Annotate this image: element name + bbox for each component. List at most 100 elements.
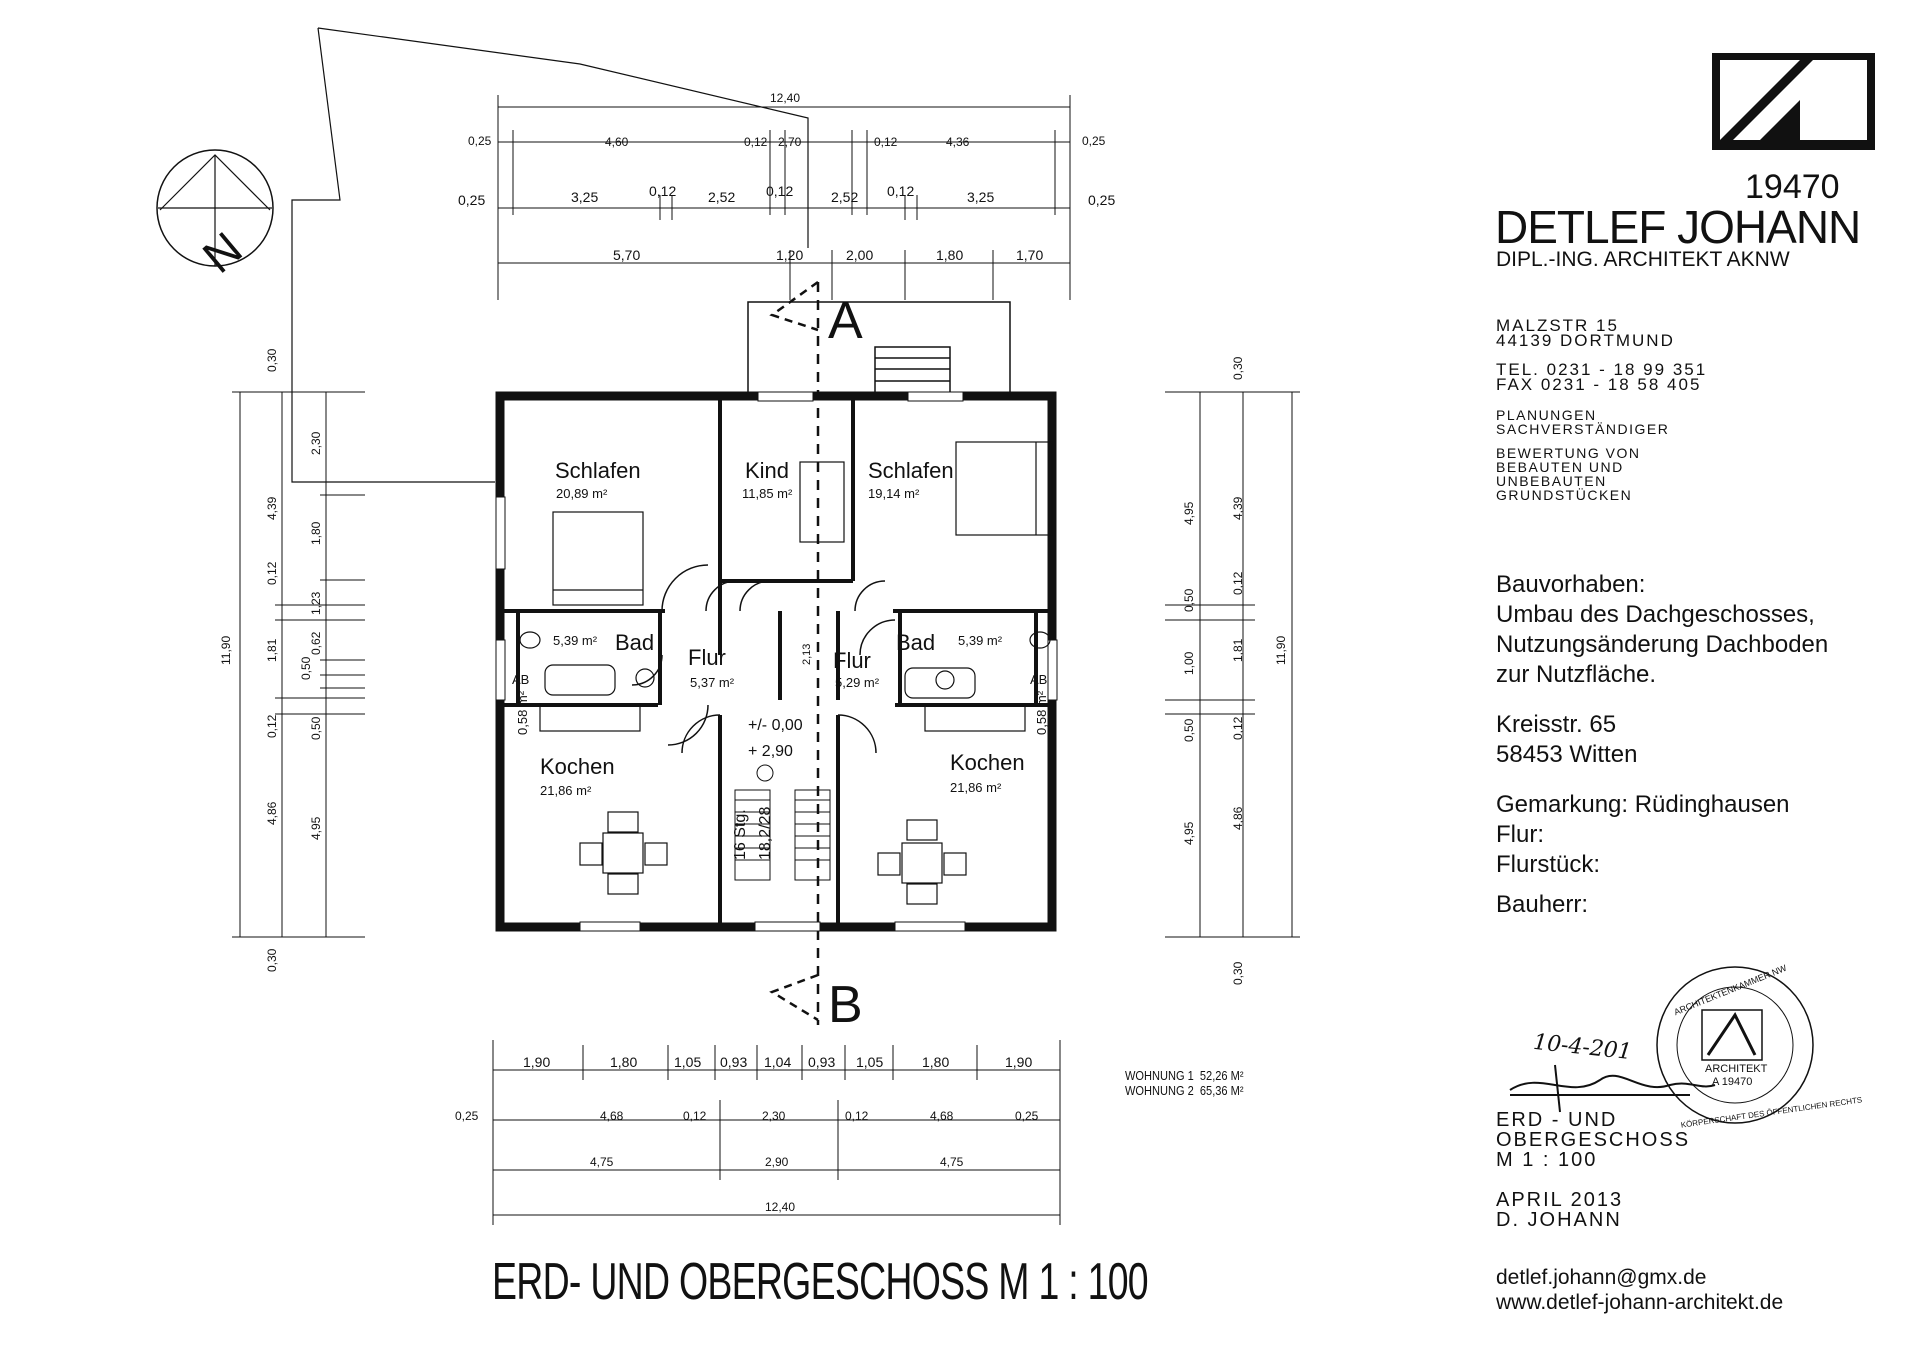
room-name-bad2: Bad [896,630,935,655]
north-arrow-icon [156,149,274,267]
room-name-schlafen2: Schlafen [868,458,954,483]
svg-text:4,68: 4,68 [600,1109,624,1123]
room-area-ab1: 0,58 m² [515,690,530,735]
svg-text:0,12: 0,12 [265,561,279,585]
stair-mark: 2,13 [801,644,813,665]
project-label: Bauvorhaben: [1496,571,1646,598]
phone: TEL. 0231 - 18 99 351 [1496,360,1708,379]
project-city: 58453 Witten [1496,741,1638,768]
svg-text:0,12: 0,12 [744,135,768,149]
stair-labels: +/- 0,00 + 2,90 16 Stg. 18,2/28 2,13 [732,644,813,860]
svg-text:0,25: 0,25 [1088,192,1115,208]
left-dims [232,391,365,938]
svg-text:1,70: 1,70 [1016,247,1043,263]
w2-label: WOHNUNG 2 [1125,1083,1194,1098]
svg-text:0,93: 0,93 [720,1054,747,1070]
title-line2: OBERGESCHOSS [1496,1129,1691,1151]
top-dim-row3: 5,70 1,20 2,00 1,80 1,70 [613,247,1043,263]
windows [495,391,1058,932]
svg-text:0,93: 0,93 [808,1054,835,1070]
project-bauherr: Bauherr: [1496,891,1589,918]
official-stamp [1656,966,1814,1124]
svg-text:3,25: 3,25 [571,189,598,205]
svg-text:1,04: 1,04 [764,1054,791,1070]
svg-text:1,05: 1,05 [674,1054,701,1070]
contact-web[interactable]: www.detlef-johann-architekt.de [1496,1291,1784,1314]
svg-text:0,25: 0,25 [1015,1109,1039,1123]
svg-text:1,90: 1,90 [523,1054,550,1070]
svg-text:4,39: 4,39 [1231,496,1245,520]
drawing-title: ERD- UND OBERGESCHOSS M 1 : 100 [492,1253,1149,1311]
room-name-kochen2: Kochen [950,750,1025,775]
level-bottom: + 2,90 [748,743,793,760]
svg-text:0,50: 0,50 [1182,588,1196,612]
svg-text:0,12: 0,12 [265,714,279,738]
svg-text:1,23: 1,23 [309,591,323,615]
service-2: SACHVERSTÄNDIGER [1496,421,1670,437]
service-5: UNBEBAUTEN [1496,473,1607,489]
svg-text:0,62: 0,62 [309,631,323,655]
service-6: GRUNDSTÜCKEN [1496,487,1633,503]
bottom-dim-overall: 12,40 [765,1200,795,1214]
architect-subtitle: DIPL.-ING. ARCHITEKT AKNW [1496,248,1790,271]
w1-label: WOHNUNG 1 [1125,1068,1194,1083]
svg-text:0,25: 0,25 [458,192,485,208]
svg-text:1,05: 1,05 [856,1054,883,1070]
svg-text:4,95: 4,95 [1182,501,1196,525]
svg-text:1,20: 1,20 [776,247,803,263]
fax: FAX 0231 - 18 58 405 [1496,375,1702,394]
svg-text:0,50: 0,50 [309,716,323,740]
room-area-flur2: 5,29 m² [835,675,880,690]
door-swings [631,564,896,754]
svg-text:4,60: 4,60 [605,135,629,149]
svg-text:1,80: 1,80 [936,247,963,263]
contact-email[interactable]: detlef.johann@gmx.de [1496,1266,1707,1289]
room-area-bad2: 5,39 m² [958,633,1003,648]
svg-text:1,81: 1,81 [265,638,279,662]
svg-text:0,30: 0,30 [265,348,279,372]
room-labels: Schlafen 20,89 m² Kind 11,85 m² Schlafen… [512,458,1049,798]
project-street: Kreisstr. 65 [1496,711,1617,738]
exterior-entrance [747,301,1011,395]
bed-furniture [552,441,1053,606]
svg-text:2,52: 2,52 [708,189,735,205]
stair-steps: 16 Stg. [732,809,749,860]
svg-text:11,90: 11,90 [1274,636,1288,665]
svg-text:0,12: 0,12 [874,135,898,149]
title-block: ERD - UND OBERGESCHOSS M 1 : 100 [1496,1110,1690,1170]
svg-text:2,30: 2,30 [762,1109,786,1123]
top-dim-ticks [497,95,1071,300]
svg-text:0,30: 0,30 [265,948,279,972]
svg-text:0,12: 0,12 [887,183,914,199]
bottom-dim-row3: 4,75 2,90 4,75 [590,1155,964,1169]
svg-text:4,36: 4,36 [946,135,970,149]
svg-text:5,70: 5,70 [613,247,640,263]
svg-text:1,80: 1,80 [309,521,323,545]
svg-text:2,30: 2,30 [309,431,323,455]
svg-text:0,25: 0,25 [468,134,492,148]
svg-text:0,12: 0,12 [766,183,793,199]
svg-text:0,25: 0,25 [455,1109,479,1123]
svg-text:1,90: 1,90 [1005,1054,1032,1070]
project-flurstueck: Flurstück: [1496,851,1601,878]
svg-text:1,80: 1,80 [610,1054,637,1070]
bath-fixtures [519,631,1051,699]
svg-text:0,12: 0,12 [845,1109,869,1123]
stamp-label: ARCHITEKT [1705,1063,1768,1075]
architect-address: MALZSTR 15 44139 DORTMUND TEL. 0231 - 18… [1496,317,1708,503]
title-line1: ERD - UND [1496,1109,1618,1131]
left-dim-labels: 11,90 0,30 4,39 0,12 1,81 0,12 4,86 0,30… [219,348,323,972]
bottom-dim-row2: 0,25 4,68 0,12 2,30 0,12 4,68 0,25 [455,1109,1039,1123]
svg-text:0,12: 0,12 [683,1109,707,1123]
service-4: BEBAUTEN UND [1496,459,1624,475]
room-name-schlafen1: Schlafen [555,458,641,483]
room-area-schlafen2: 19,14 m² [868,486,920,501]
svg-text:0,12: 0,12 [649,183,676,199]
room-name-kind: Kind [745,458,789,483]
svg-text:1,81: 1,81 [1231,638,1245,662]
project-line3: zur Nutzfläche. [1496,661,1657,688]
service-3: BEWERTUNG VON [1496,445,1641,461]
bottom-dims [492,1040,1061,1225]
room-area-kochen1: 21,86 m² [540,783,592,798]
svg-text:1,00: 1,00 [1182,651,1196,675]
